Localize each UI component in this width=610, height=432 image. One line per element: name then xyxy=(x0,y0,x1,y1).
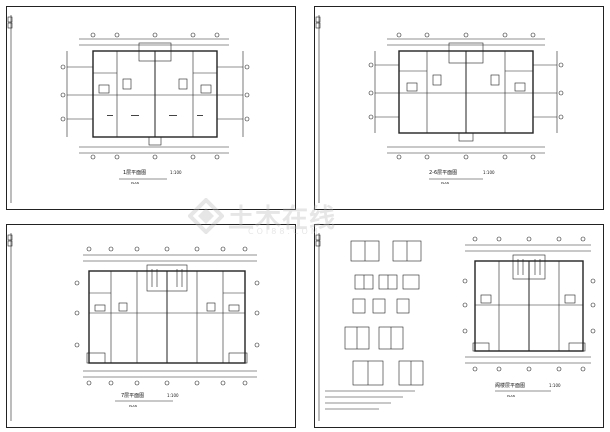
sheet-4-scale: 1:100 xyxy=(549,383,561,388)
watermark-text: 土木在线 xyxy=(228,204,337,234)
sheet-4-subtitle: PLAN xyxy=(507,394,515,398)
sheet-1-subtitle: PLAN xyxy=(131,181,139,185)
sheet-3-title: 7层平面图 xyxy=(121,393,145,399)
drawing-sheet-1: 1层平面图 1:100 PLAN xyxy=(6,6,296,210)
sheet-1-title: 1层平面图 xyxy=(123,170,147,176)
sheet-1-scale: 1:100 xyxy=(170,170,182,175)
watermark-subtext: COI88.COM xyxy=(248,227,321,236)
sheet-3-scale: 1:100 xyxy=(167,393,179,398)
floor-plan-2 xyxy=(315,15,564,203)
floor-plan-3 xyxy=(7,233,260,421)
drawing-sheet-3: 7层平面图 1:100 PLAN xyxy=(6,224,296,428)
watermark: 土木在线 COI88.COM xyxy=(188,196,428,240)
sheet-2-scale: 1:100 xyxy=(483,170,495,175)
floor-plan-1 xyxy=(7,15,250,203)
sheet-3-subtitle: PLAN xyxy=(129,404,137,408)
drawing-sheet-4: 阁楼层平面图 1:100 PLAN xyxy=(314,224,604,428)
sheet-2-title: 2-6层平面图 xyxy=(429,170,458,176)
sheet-2-subtitle: PLAN xyxy=(441,181,449,185)
floor-plan-4 xyxy=(315,233,596,421)
sheet-4-title: 阁楼层平面图 xyxy=(495,383,526,389)
drawing-sheet-2: 2-6层平面图 1:100 PLAN xyxy=(314,6,604,210)
watermark-logo-icon xyxy=(188,198,224,234)
